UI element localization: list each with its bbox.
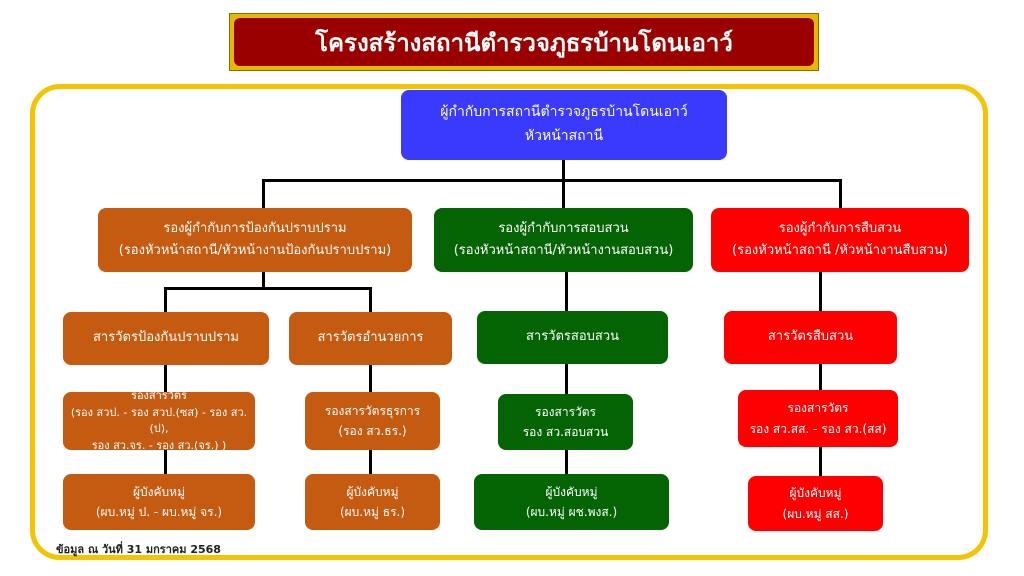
box-line: (รองหัวหน้าสถานี/หัวหน้างานป้องกันปราบปร…: [118, 243, 392, 258]
box-line: ผู้กำกับการสถานีตำรวจภูธรบ้านโดนเอาว์: [440, 104, 688, 121]
data-date-footer: ข้อมูล ณ วันที่ 31 มกราคม 2568: [56, 543, 221, 556]
investigation-sub-inspector-box: รองสารวัตร รอง สว.สส. - รอง สว.(สส): [738, 390, 898, 447]
station-chief-box: ผู้กำกับการสถานีตำรวจภูธรบ้านโดนเอาว์ หั…: [401, 90, 727, 160]
box-line: รองผู้กำกับการสอบสวน: [498, 220, 629, 236]
box-line: หัวหน้าสถานี: [524, 128, 604, 144]
connector: [562, 179, 565, 209]
connector: [562, 160, 565, 182]
connector: [262, 179, 265, 209]
page-title: โครงสร้างสถานีตำรวจภูธรบ้านโดนเอาว์: [234, 18, 814, 66]
title-banner: โครงสร้างสถานีตำรวจภูธรบ้านโดนเอาว์: [229, 13, 819, 71]
inquiry-deputy-box: รองผู้กำกับการสอบสวน (รองหัวหน้าสถานี/หั…: [434, 208, 693, 272]
box-line: สารวัตรอำนวยการ: [317, 330, 424, 346]
investigation-squad-box: ผู้บังคับหมู่ (ผบ.หมู่ สส.): [748, 476, 883, 531]
connector: [164, 287, 372, 290]
box-line: รองผู้กำกับการป้องกันปราบปราม: [163, 220, 347, 236]
connector: [565, 272, 568, 475]
box-line: (รองหัวหน้าสถานี /หัวหน้างานสืบสวน): [732, 243, 948, 258]
box-line: (ผบ.หมู่ สส.): [782, 506, 849, 521]
box-line: รอง สว.สส. - รอง สว.(สส): [749, 421, 887, 436]
box-line: ผู้บังคับหมู่: [789, 486, 842, 501]
inquiry-inspector-box: สารวัตรสอบสวน: [477, 311, 668, 364]
admin-squad-box: ผู้บังคับหมู่ (ผบ.หมู่ ธร.): [305, 474, 440, 530]
box-line: รองสารวัตร: [131, 389, 187, 402]
box-line: ผู้บังคับหมู่: [346, 484, 399, 499]
admin-inspector-box: สารวัตรอำนวยการ: [289, 312, 452, 365]
prevention-inspector-box: สารวัตรป้องกันปราบปราม: [63, 312, 269, 365]
box-line: รองสารวัตร: [787, 401, 849, 416]
box-line: รองผู้กำกับการสืบสวน: [778, 220, 902, 236]
box-line: (ผบ.หมู่ ป. - ผบ.หมู่ จร.): [95, 505, 223, 519]
box-line: สารวัตรสืบสวน: [767, 329, 854, 345]
connector: [369, 287, 372, 313]
investigation-deputy-box: รองผู้กำกับการสืบสวน (รองหัวหน้าสถานี /ห…: [711, 208, 969, 272]
connector: [164, 287, 167, 313]
connector: [819, 272, 822, 312]
inquiry-squad-box: ผู้บังคับหมู่ (ผบ.หมู่ ผช.พงส.): [474, 474, 669, 530]
admin-sub-inspector-box: รองสารวัตรธุรการ (รอง สว.ธร.): [305, 392, 440, 450]
box-line: ผู้บังคับหมู่: [545, 484, 598, 499]
box-line: รองสารวัตรธุรการ: [324, 403, 421, 418]
connector: [262, 179, 842, 182]
box-line: (ผบ.หมู่ ธร.): [339, 505, 406, 519]
box-line: (รองหัวหน้าสถานี/หัวหน้างานสอบสวน): [453, 243, 674, 258]
box-line: สารวัตรป้องกันปราบปราม: [93, 330, 239, 346]
connector: [262, 272, 265, 289]
box-line: รอง สว.จร. - รอง สว.(จร.) ): [91, 438, 227, 452]
inquiry-sub-inspector-box: รองสารวัตร รอง สว.สอบสวน: [498, 394, 633, 450]
investigation-inspector-box: สารวัตรสืบสวน: [724, 311, 897, 364]
box-line: ผู้บังคับหมู่: [133, 484, 185, 499]
box-line: (รอง สว.ธร.): [338, 424, 407, 438]
box-line: สารวัตรสอบสวน: [525, 329, 620, 345]
connector: [839, 179, 842, 209]
box-line: รอง สว.สอบสวน: [522, 425, 609, 439]
chart-frame: [30, 84, 988, 560]
box-line: (ผบ.หมู่ ผช.พงส.): [525, 505, 618, 519]
prevention-deputy-box: รองผู้กำกับการป้องกันปราบปราม (รองหัวหน้…: [98, 208, 412, 272]
box-line: รองสารวัตร: [535, 404, 596, 419]
prevention-squad-box: ผู้บังคับหมู่ (ผบ.หมู่ ป. - ผบ.หมู่ จร.): [63, 474, 255, 530]
prevention-sub-inspector-box: รองสารวัตร (รอง สวป. - รอง สวป.(ซส) - รอ…: [63, 389, 255, 452]
box-line: (รอง สวป. - รอง สวป.(ซส) - รอง สว.(ป),: [70, 405, 248, 436]
